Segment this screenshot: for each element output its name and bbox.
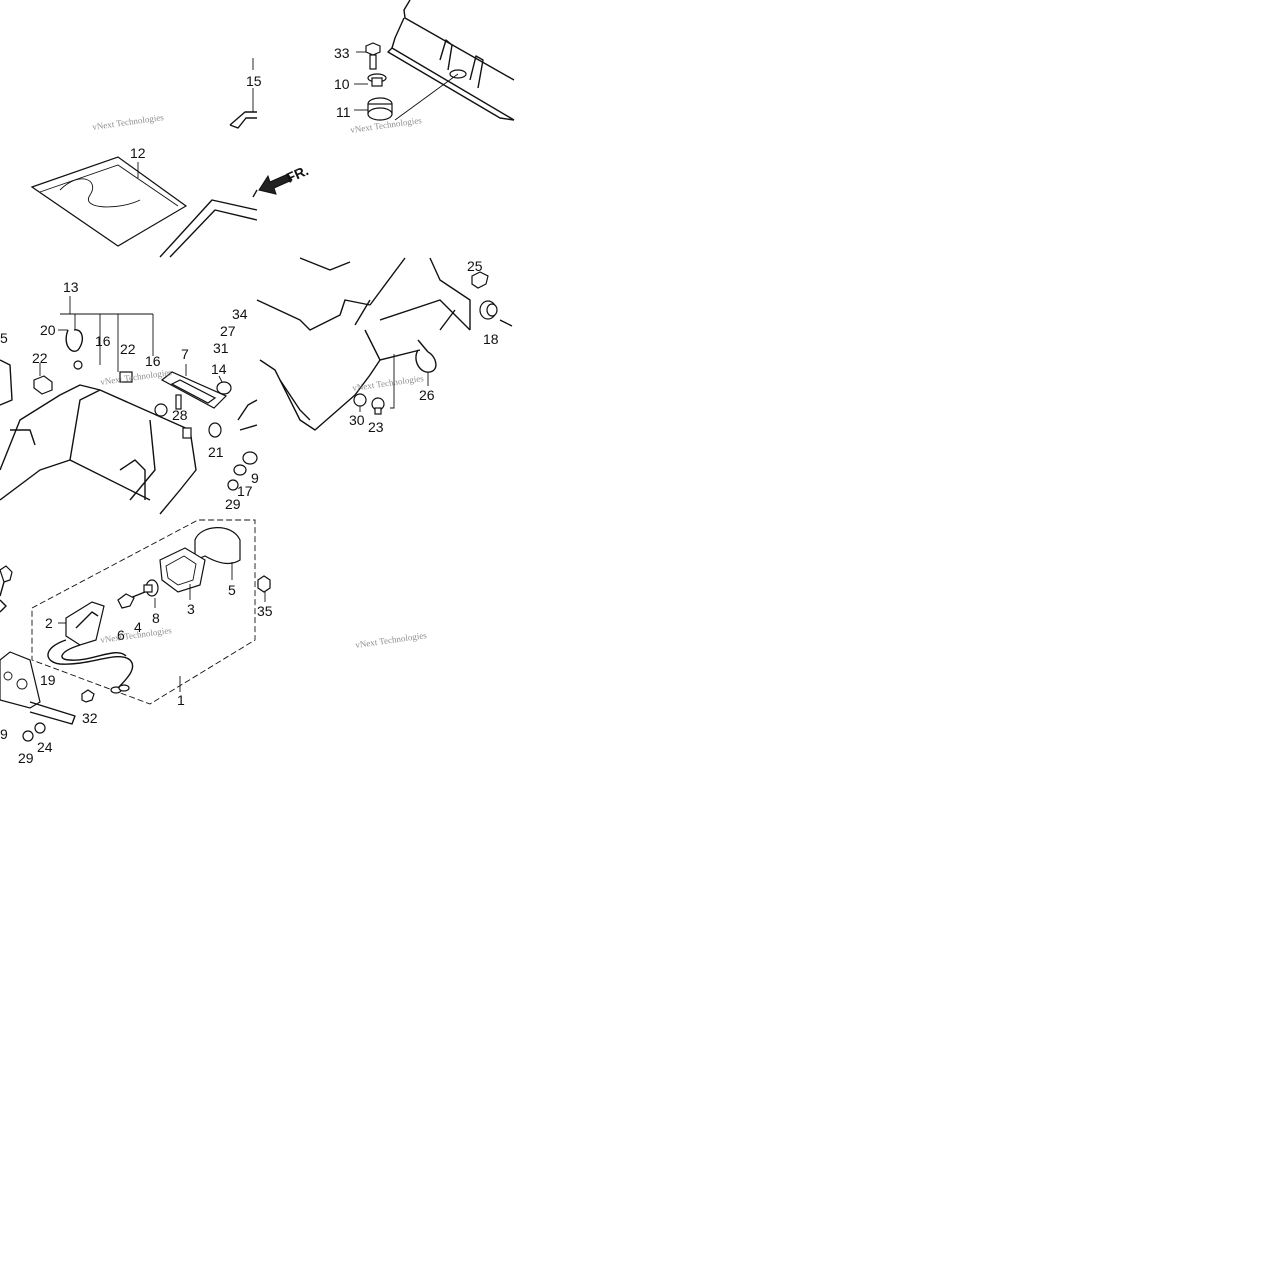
bushing-18 xyxy=(479,300,513,327)
nut-29-mid xyxy=(227,479,239,491)
manual-sheet xyxy=(30,156,188,247)
part-label-13: 13 xyxy=(63,279,79,295)
collar-10 xyxy=(354,73,387,87)
part-label-5: 5 xyxy=(228,582,236,598)
part-label-25: 25 xyxy=(467,258,483,274)
grommet-11 xyxy=(354,97,393,121)
bulb-8 xyxy=(143,579,159,608)
part-label-29-bottom: 29 xyxy=(18,750,34,766)
connector xyxy=(110,684,130,694)
part-label-16-b: 16 xyxy=(145,353,161,369)
part-label-6: 6 xyxy=(117,627,125,643)
part-label-7: 7 xyxy=(181,346,189,362)
part-label-14: 14 xyxy=(211,361,227,377)
part-label-28: 28 xyxy=(172,407,188,423)
lens-3 xyxy=(159,547,206,600)
bolt-left-edge xyxy=(0,565,13,613)
part-label-4: 4 xyxy=(134,619,142,635)
part-label-17: 17 xyxy=(237,483,253,499)
clip-22-left xyxy=(33,363,53,395)
bolt-25 xyxy=(471,271,489,289)
part-label-22-left: 22 xyxy=(32,350,48,366)
bracket-15 xyxy=(229,58,257,129)
bolt-23 xyxy=(371,397,385,415)
part-label-34: 34 xyxy=(232,306,248,322)
part-label-27: 27 xyxy=(220,323,236,339)
part-label-8: 8 xyxy=(152,610,160,626)
bracket-group-13 xyxy=(60,296,154,372)
part-label-19: 19 xyxy=(40,672,56,688)
part-label-26: 26 xyxy=(419,387,435,403)
plate-bracket-7 xyxy=(160,364,228,409)
part-label-35: 35 xyxy=(257,603,273,619)
part-label-15: 15 xyxy=(246,73,262,89)
part-label-12: 12 xyxy=(130,145,146,161)
nut-16 xyxy=(182,427,192,439)
part-label-16-a: 16 xyxy=(95,333,111,349)
part-label-20: 20 xyxy=(40,322,56,338)
reflector-edge xyxy=(237,399,258,431)
part-label-9-mid: 9 xyxy=(251,470,259,486)
grommet-9 xyxy=(233,451,258,476)
part-label-23: 23 xyxy=(368,419,384,435)
part-label-33: 33 xyxy=(334,45,350,61)
part-label-10: 10 xyxy=(334,76,350,92)
lamp-housing-5 xyxy=(194,527,241,580)
wire-harness xyxy=(47,639,134,691)
part-label-1: 1 xyxy=(177,692,185,708)
front-arrow xyxy=(258,173,293,195)
nut-30 xyxy=(353,393,367,412)
nut-29-bottom xyxy=(22,730,34,742)
part-label-9-bottom: 9 xyxy=(0,726,8,742)
screw-4-6 xyxy=(117,591,146,609)
fender-body xyxy=(0,359,197,515)
lamp-assembly-outline-1 xyxy=(31,519,256,705)
clip-22-right xyxy=(119,371,133,383)
part-label-21: 21 xyxy=(208,444,224,460)
part-label-2: 2 xyxy=(45,615,53,631)
nut-35 xyxy=(257,575,271,602)
bolt-28 xyxy=(154,394,182,417)
fender-rear xyxy=(256,257,471,431)
clamp-26 xyxy=(415,339,437,386)
spacer-21 xyxy=(208,422,222,438)
part-label-30: 30 xyxy=(349,412,365,428)
part-label-31: 31 xyxy=(213,340,229,356)
bolt-32 xyxy=(81,689,95,703)
part-label-22-right: 22 xyxy=(120,341,136,357)
part-label-29-mid: 29 xyxy=(225,496,241,512)
part-label-11: 11 xyxy=(336,104,351,120)
socket-2 xyxy=(58,601,105,646)
part-label-3: 3 xyxy=(187,601,195,617)
tray-top xyxy=(159,189,258,258)
clamp-20 xyxy=(58,329,84,370)
part-label-18: 18 xyxy=(483,331,499,347)
part-label-24: 24 xyxy=(37,739,53,755)
reflector-19 xyxy=(0,651,76,725)
leader-group-23 xyxy=(390,354,395,409)
bushing-14 xyxy=(216,375,232,395)
bolt-33 xyxy=(356,42,381,70)
part-label-5-left: 5 xyxy=(0,330,8,346)
washer-24 xyxy=(34,722,46,734)
part-label-32: 32 xyxy=(82,710,98,726)
housing-top xyxy=(387,0,515,121)
